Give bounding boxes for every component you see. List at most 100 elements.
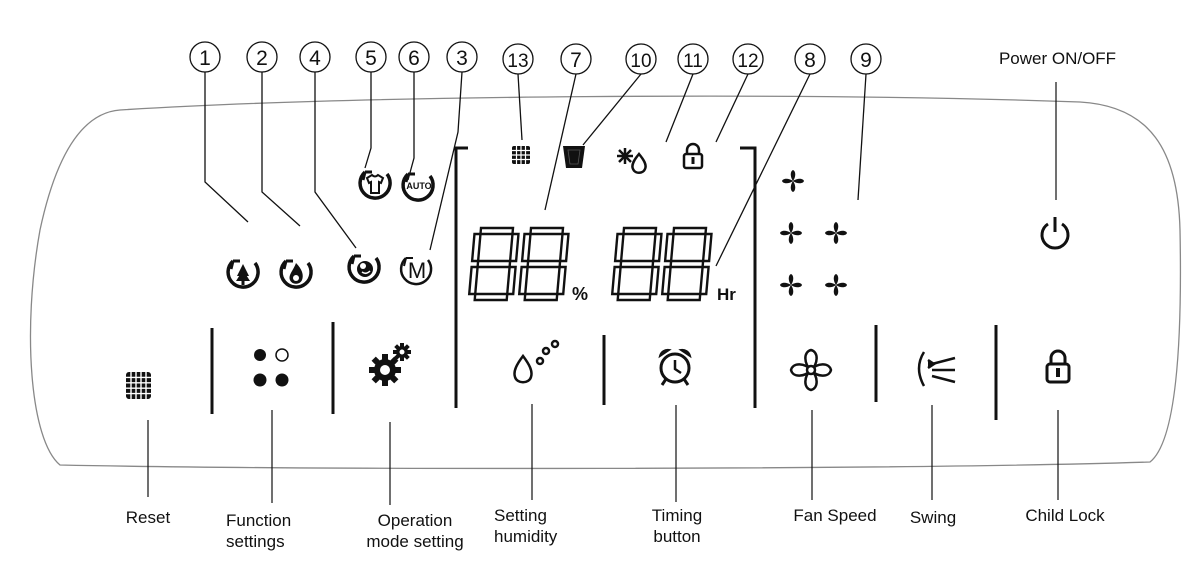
digit-segment [526, 259, 562, 269]
power-icon[interactable] [1040, 217, 1070, 250]
lcd-bracket [454, 146, 757, 408]
lock-indicator-icon [682, 142, 704, 170]
callout-11: 11 [683, 51, 703, 72]
callout-12: 12 [737, 51, 758, 72]
auto-mode-icon: AUTO [401, 172, 435, 202]
digit-segment [701, 232, 713, 263]
swing-label: Swing [909, 508, 957, 527]
seven-segment-digit [467, 226, 520, 302]
reset-label: Reset [125, 508, 171, 527]
digit-segment [479, 226, 515, 236]
digit-segment [663, 232, 675, 263]
dots-icon[interactable] [253, 348, 289, 387]
clothes-dry-icon [358, 170, 392, 200]
sleep-mode-icon [226, 259, 260, 289]
humidity-unit: % [572, 284, 588, 304]
humidity-label: Setting [494, 506, 547, 525]
callout-8: 8 [804, 49, 816, 72]
heat-mode-icon [279, 259, 313, 289]
callout-9: 9 [860, 49, 872, 72]
fan-speed-icon [825, 274, 847, 296]
digit-segment [473, 292, 509, 302]
manual-label: M [408, 258, 426, 283]
operation-label: Operation [377, 511, 453, 530]
digit-segment [610, 265, 622, 296]
water-drops-icon[interactable] [513, 339, 560, 384]
digit-segment [520, 232, 532, 263]
timing-label: Timing [651, 506, 703, 525]
child-lock-caption: Child Lock [1005, 505, 1125, 526]
swing-caption: Swing [895, 507, 971, 528]
callout-5: 5 [365, 47, 377, 70]
digit-segment [523, 292, 559, 302]
digit-segment [508, 232, 520, 263]
digit-segment [669, 259, 705, 269]
digit-segment [476, 259, 512, 269]
grid-icon[interactable] [126, 372, 151, 399]
callout-10: 10 [630, 51, 651, 72]
callout-7: 7 [570, 49, 582, 72]
digit-segment [651, 232, 663, 263]
digit-segment [613, 232, 625, 263]
humidity-caption: Setting humidity [494, 505, 578, 547]
fan-speed-indicators [780, 170, 847, 296]
lcd-digits [467, 226, 713, 302]
digit-segment [666, 292, 702, 302]
callout-6: 6 [408, 47, 420, 70]
callout-2: 2 [256, 47, 268, 70]
digit-segment [616, 292, 652, 302]
digit-segment [619, 259, 655, 269]
operation-label-2: mode setting [366, 532, 464, 551]
digit-segment [529, 226, 565, 236]
button-separators [210, 322, 998, 420]
timing-label-2: button [653, 527, 701, 546]
baby-mode-icon [347, 254, 381, 284]
seven-segment-digit [517, 226, 570, 302]
filter-indicator-icon [512, 146, 530, 164]
timer-unit: Hr [717, 285, 736, 304]
seven-segment-digit [660, 226, 713, 302]
child-lock-label: Child Lock [1025, 506, 1105, 525]
lock-icon[interactable] [1045, 349, 1071, 384]
callout-4: 4 [309, 47, 321, 70]
swing-icon[interactable] [917, 351, 956, 387]
function-caption: Function settings [200, 510, 324, 552]
callout-3: 3 [456, 47, 468, 70]
panel-outline [29, 95, 1182, 470]
power-label: Power ON/OFF [998, 49, 1117, 68]
callout-markers [189, 41, 882, 267]
function-label-2: settings [226, 532, 285, 551]
digit-segment [467, 265, 479, 296]
manual-mode-icon: M [399, 257, 433, 286]
digit-segment [558, 232, 570, 263]
digit-segment [672, 226, 708, 236]
defrost-icon [617, 148, 647, 174]
power-caption: Power ON/OFF [985, 48, 1130, 69]
caption-leaders [147, 82, 1059, 505]
digit-segment [648, 265, 660, 296]
fan-speed-label: Fan Speed [793, 506, 877, 525]
fan-speed-icon [825, 222, 847, 244]
humidity-label-2: humidity [494, 527, 558, 546]
digit-segment [505, 265, 517, 296]
digit-segment [555, 265, 567, 296]
fan-speed-icon [782, 170, 804, 192]
digit-segment [622, 226, 658, 236]
digit-segment [470, 232, 482, 263]
fan-icon[interactable] [789, 348, 833, 392]
seven-segment-digit [610, 226, 663, 302]
gear-icon[interactable] [369, 343, 411, 386]
auto-label: AUTO [406, 181, 431, 191]
function-label: Function [226, 511, 292, 530]
fan-speed-caption: Fan Speed [775, 505, 895, 526]
callout-numbers: 1 2 4 5 6 3 13 7 10 11 12 8 9 [199, 47, 872, 72]
operation-caption: Operation mode setting [340, 510, 490, 552]
callout-13: 13 [507, 51, 528, 72]
fan-speed-icon [780, 222, 802, 244]
callout-1: 1 [199, 47, 211, 70]
alarm-clock-icon[interactable] [658, 348, 692, 386]
water-tank-icon [563, 146, 585, 168]
digit-segment [698, 265, 710, 296]
fan-speed-icon [780, 274, 802, 296]
